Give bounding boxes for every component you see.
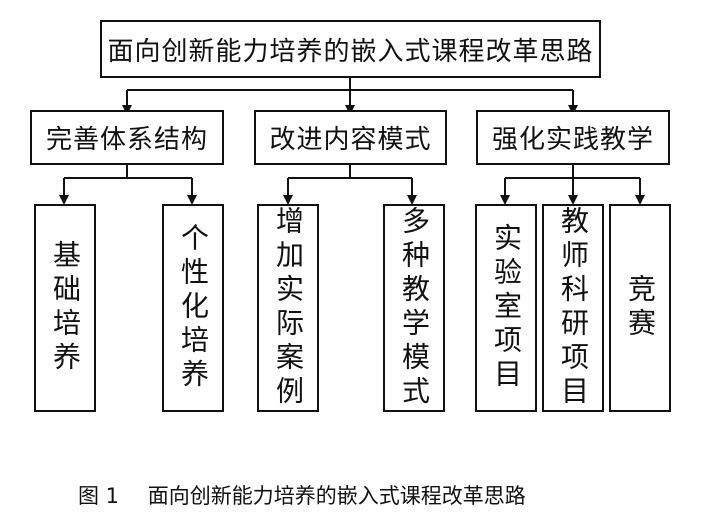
figure-number: 图 1 <box>78 484 120 508</box>
leaf-node-3-2-label: 教师科研项目 <box>557 206 590 410</box>
root-node: 面向创新能力培养的嵌入式课程改革思路 <box>100 20 601 78</box>
leaf-node-3-1: 实验室项目 <box>475 204 537 412</box>
leaf-node-3-3: 竞赛 <box>609 204 671 412</box>
figure-caption-text: 面向创新能力培养的嵌入式课程改革思路 <box>147 484 526 508</box>
branch-node-2-label: 改进内容模式 <box>269 125 432 155</box>
leaf-node-2-1-label: 增加实际案例 <box>272 206 305 410</box>
leaf-node-2-2: 多种教学模式 <box>383 204 445 412</box>
branch-node-3-label: 强化实践教学 <box>491 125 654 155</box>
leaf-node-3-3-label: 竞赛 <box>624 274 657 342</box>
branch-node-1: 完善体系结构 <box>30 110 224 165</box>
figure-caption: 图 1 面向创新能力培养的嵌入式课程改革思路 <box>78 480 526 510</box>
leaf-node-2-1: 增加实际案例 <box>257 204 319 412</box>
leaf-node-1-1: 基础培养 <box>34 204 96 412</box>
branch-node-1-label: 完善体系结构 <box>45 125 208 155</box>
branch-node-3: 强化实践教学 <box>476 110 670 165</box>
leaf-node-3-2: 教师科研项目 <box>542 204 604 412</box>
root-node-label: 面向创新能力培养的嵌入式课程改革思路 <box>107 36 594 67</box>
leaf-node-1-1-label: 基础培养 <box>49 240 82 376</box>
branch-node-2: 改进内容模式 <box>254 110 447 165</box>
leaf-node-1-2-label: 个性化培养 <box>177 223 210 393</box>
leaf-node-1-2: 个性化培养 <box>162 204 224 412</box>
leaf-node-3-1-label: 实验室项目 <box>490 223 523 393</box>
leaf-node-2-2-label: 多种教学模式 <box>398 206 431 410</box>
